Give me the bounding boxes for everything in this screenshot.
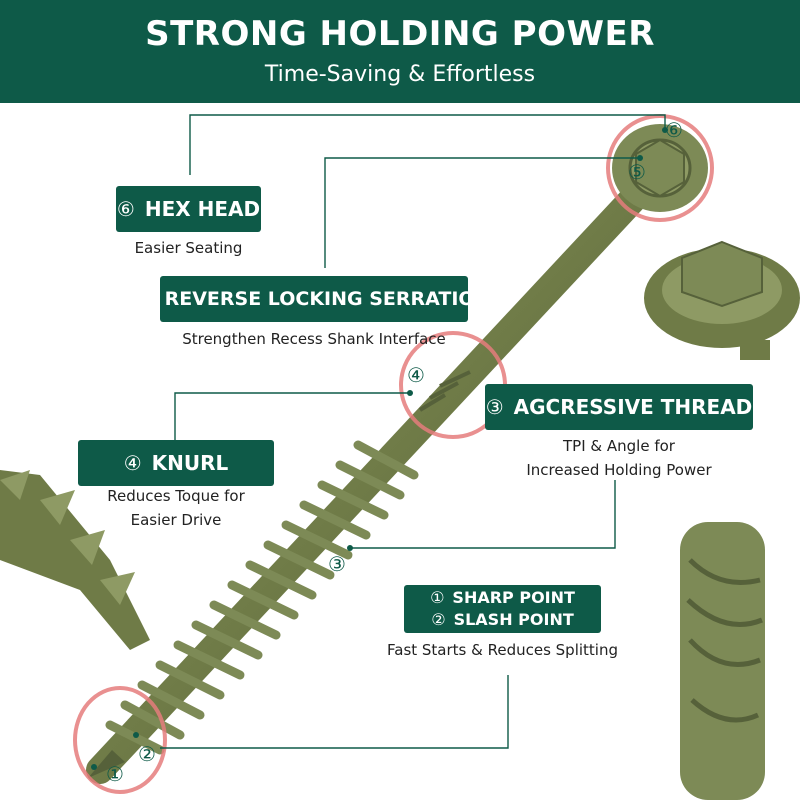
label-knurl: ④ KNURL	[78, 440, 274, 486]
desc-serration: Strengthen Recess Shank Interface	[182, 330, 446, 348]
label-title: SLASH POINT	[453, 610, 574, 629]
label-thread: ③ AGCRESSIVE THREAD	[485, 384, 753, 430]
label-point-line2: ② SLASH POINT	[431, 609, 574, 631]
marker-2: ②	[138, 742, 156, 766]
leader-knurl	[174, 392, 410, 440]
leader-point	[160, 675, 509, 749]
marker-5: ⑤	[628, 160, 646, 184]
marker-6: ⑥	[665, 118, 683, 142]
number-badge: ⑥	[116, 197, 135, 221]
header-banner: STRONG HOLDING POWER Time-Saving & Effor…	[0, 0, 800, 103]
label-point-line1: ① SHARP POINT	[430, 587, 575, 609]
label-title: AGCRESSIVE THREAD	[513, 395, 753, 419]
highlight-point	[73, 686, 167, 794]
label-title: REVERSE LOCKING SERRATION	[164, 288, 491, 310]
number-badge: ③	[485, 395, 504, 419]
number-badge: ④	[123, 451, 142, 475]
label-title: KNURL	[151, 451, 229, 475]
desc-point: Fast Starts & Reduces Splitting	[387, 641, 618, 659]
knurl-closeup	[680, 522, 765, 800]
desc-knurl-line1: Reduces Toque for	[107, 487, 245, 505]
leader-thread	[350, 480, 616, 549]
page-title: STRONG HOLDING POWER	[145, 14, 655, 54]
marker-4: ④	[407, 363, 425, 387]
marker-3: ③	[328, 552, 346, 576]
label-serration: ⑤ REVERSE LOCKING SERRATION	[138, 276, 490, 322]
desc-knurl-line2: Easier Drive	[130, 511, 222, 529]
leader-hex	[189, 114, 666, 175]
label-title: SHARP POINT	[452, 588, 575, 607]
hex-head-closeup	[644, 240, 800, 360]
page-subtitle: Time-Saving & Effortless	[264, 62, 536, 87]
leader-serration	[324, 157, 640, 268]
highlight-head	[606, 114, 714, 222]
desc-hex-head: Easier Seating	[134, 239, 243, 257]
label-point: ① SHARP POINT ② SLASH POINT	[404, 585, 601, 633]
marker-1: ①	[106, 762, 124, 786]
label-hex-head: ⑥ HEX HEAD	[116, 186, 261, 232]
number-badge: ②	[431, 610, 446, 629]
number-badge: ⑤	[137, 288, 155, 310]
desc-thread-line1: TPI & Angle for	[563, 437, 675, 455]
thread-closeup-left	[0, 470, 150, 650]
label-title: HEX HEAD	[144, 197, 261, 221]
number-badge: ①	[430, 588, 445, 607]
desc-thread-line2: Increased Holding Power	[526, 461, 712, 479]
